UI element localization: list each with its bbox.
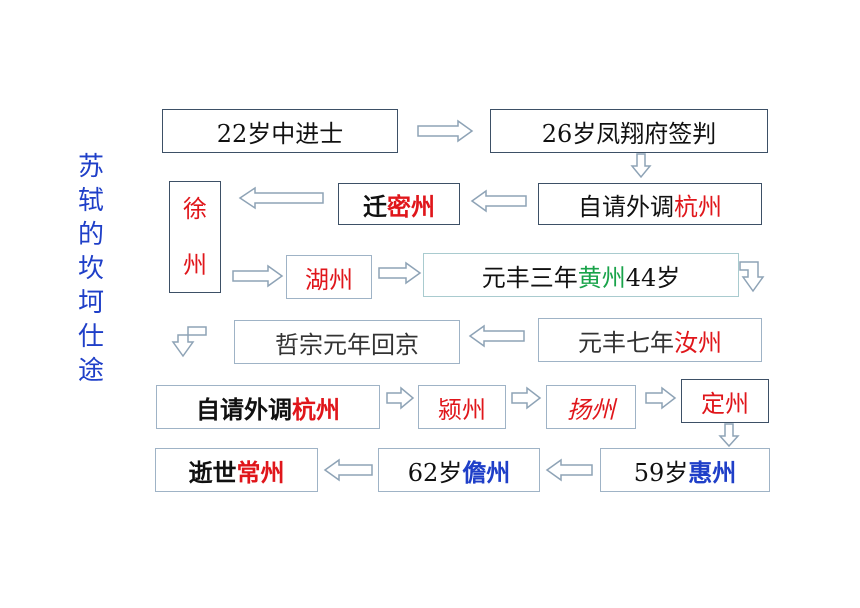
- arrow-bend-down-icon: [739, 261, 765, 293]
- node-text: 杭州: [674, 192, 722, 221]
- node-text: 逝世: [188, 457, 237, 487]
- title-char: 途: [77, 356, 104, 386]
- node-huizhou: 59岁惠州: [600, 448, 770, 492]
- node-ruzhou: 元丰七年汝州: [538, 318, 762, 362]
- node-text: 元丰三年: [481, 263, 578, 292]
- node-huijing: 哲宗元年回京: [234, 320, 460, 364]
- node-text: 儋州: [462, 457, 511, 487]
- title-char: 的: [77, 220, 104, 250]
- node-text: 迁: [363, 191, 387, 221]
- title-char: 坎: [77, 254, 104, 284]
- arrow-right-icon: [232, 264, 284, 288]
- node-text: 汝州: [674, 328, 722, 357]
- node-text: 惠州: [688, 457, 737, 487]
- node-text: 26岁凤翔府签判: [541, 119, 717, 148]
- node-text: 哲宗元年回京: [275, 330, 419, 359]
- node-text: 定州: [701, 389, 749, 418]
- node-fengxiang: 26岁凤翔府签判: [490, 109, 768, 153]
- arrow-right-icon: [645, 386, 677, 410]
- node-text: 杭州: [292, 394, 340, 424]
- node-text: 自请外调: [578, 192, 674, 221]
- arrow-down-icon: [718, 423, 740, 448]
- node-hangzhou-1: 自请外调杭州: [538, 183, 762, 225]
- arrow-left-icon: [238, 186, 324, 210]
- node-danzhou: 62岁儋州: [378, 448, 540, 492]
- title-char: 仕: [77, 322, 104, 352]
- title-char: 苏: [77, 152, 104, 182]
- arrow-bend-down-icon: [171, 326, 207, 358]
- node-mizhou: 迁密州: [338, 183, 460, 225]
- node-text: 自请外调: [196, 394, 292, 424]
- node-jinshi: 22岁中进士: [162, 109, 398, 153]
- node-text: 44岁: [625, 263, 681, 292]
- arrow-right-icon: [378, 261, 422, 285]
- node-huzhou: 湖州: [286, 255, 372, 299]
- title-char: 轼: [77, 186, 104, 216]
- node-changzhou: 逝世常州: [155, 448, 318, 492]
- arrow-right-icon: [386, 386, 415, 410]
- node-text: 59岁: [633, 458, 689, 487]
- node-yingzhou: 颍州: [418, 385, 506, 429]
- arrow-left-icon: [468, 324, 525, 348]
- arrow-left-icon: [470, 189, 527, 213]
- node-text: 州: [183, 251, 207, 279]
- node-text: 密州: [387, 191, 435, 221]
- title-char: 坷: [77, 288, 104, 318]
- node-text: 62岁: [407, 458, 463, 487]
- node-text: 常州: [236, 457, 285, 487]
- diagram-title: 苏 轼 的 坎 坷 仕 途: [74, 150, 108, 388]
- arrow-right-icon: [511, 386, 542, 410]
- arrow-left-icon: [545, 458, 593, 482]
- arrow-down-icon: [630, 153, 652, 179]
- arrow-left-icon: [323, 458, 373, 482]
- node-hangzhou-2: 自请外调杭州: [156, 385, 380, 429]
- node-text: 湖州: [305, 265, 353, 294]
- node-xuzhou: 徐 州: [169, 181, 221, 293]
- node-yangzhou: 扬州: [546, 385, 636, 429]
- node-text: 元丰七年: [578, 328, 674, 357]
- node-text: 22岁中进士: [216, 119, 344, 148]
- node-text: 徐: [183, 195, 207, 223]
- node-text: 扬州: [567, 395, 615, 424]
- node-text: 颍州: [438, 395, 486, 424]
- node-text: 黄州: [577, 263, 626, 292]
- node-dingzhou: 定州: [681, 379, 769, 423]
- arrow-right-icon: [417, 119, 474, 143]
